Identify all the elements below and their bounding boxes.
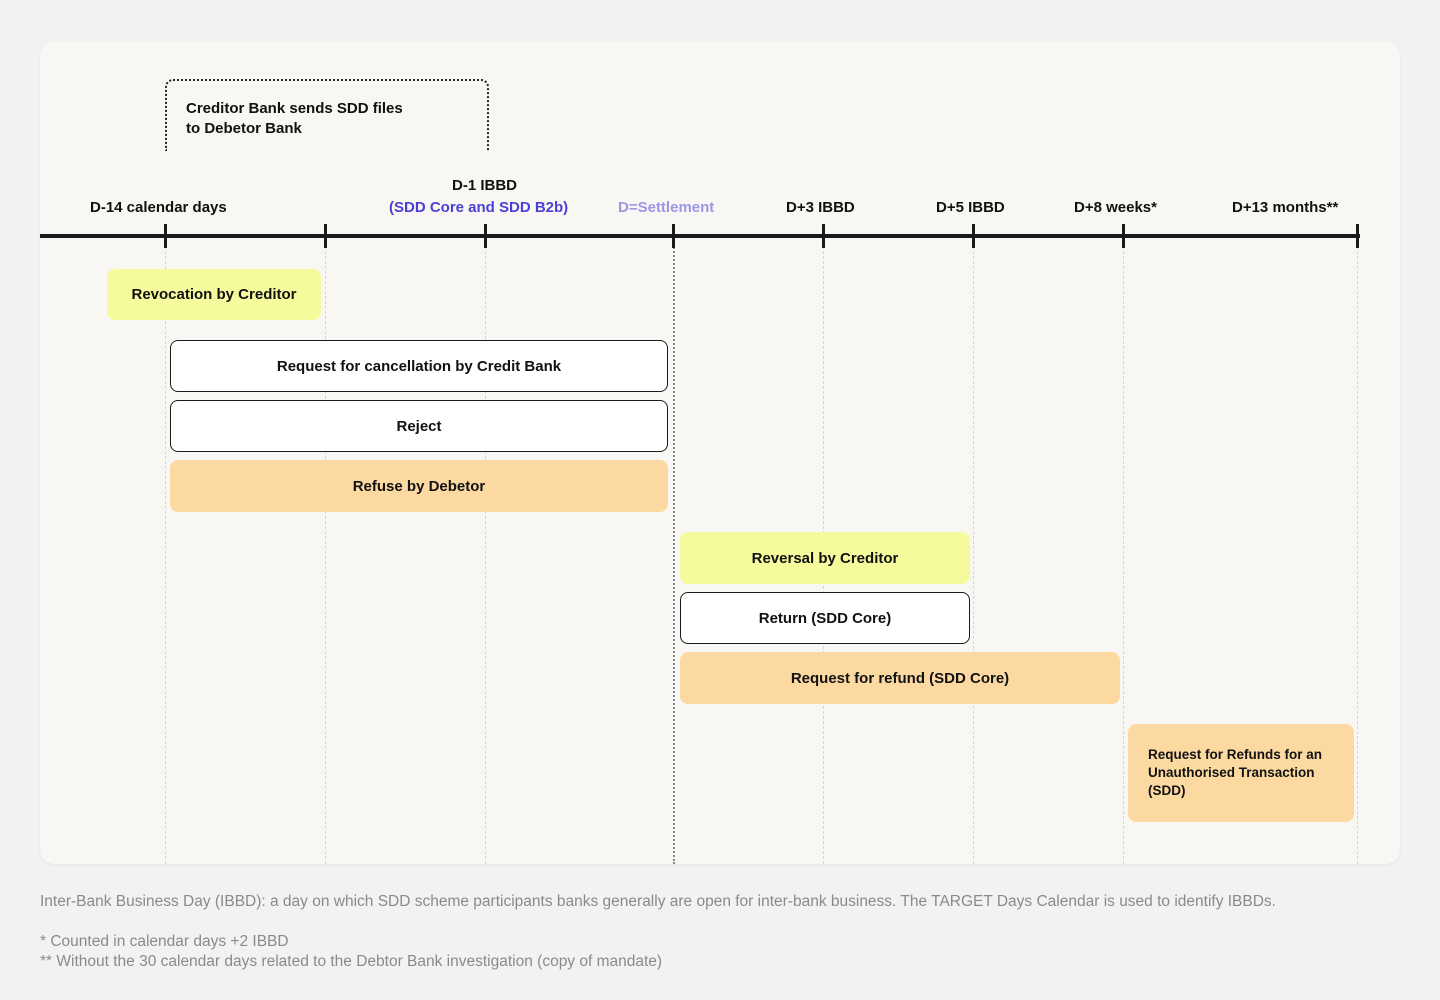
bar-revocation-by-creditor: Revocation by Creditor xyxy=(107,269,321,320)
bracket-sdd-files xyxy=(165,79,489,151)
bar-return-sdd-core: Return (SDD Core) xyxy=(680,592,970,644)
bar-request-for-refund: Request for refund (SDD Core) xyxy=(680,652,1120,704)
tick-d8w xyxy=(1122,224,1125,248)
tick-d3 xyxy=(822,224,825,248)
footnote-ibbd: Inter-Bank Business Day (IBBD): a day on… xyxy=(40,893,1276,910)
bar-reject: Reject xyxy=(170,400,668,452)
guide-line-d1 xyxy=(485,236,486,864)
marker-d13m-label: D+13 months** xyxy=(1232,199,1339,216)
guide-line-d13m xyxy=(1357,236,1358,864)
guide-line-settlement xyxy=(673,236,675,864)
guide-line-2 xyxy=(325,236,326,864)
timeline-axis xyxy=(40,234,1360,238)
marker-d8w-label: D+8 weeks* xyxy=(1074,199,1157,216)
marker-d1-label: D-1 IBBD xyxy=(452,177,518,194)
tick-2 xyxy=(324,224,327,248)
bar-reversal-by-creditor: Reversal by Creditor xyxy=(680,532,970,584)
tick-d13m xyxy=(1356,224,1359,248)
tick-settlement xyxy=(672,224,675,248)
bar-request-for-cancellation: Request for cancellation by Credit Bank xyxy=(170,340,668,392)
marker-d5-label: D+5 IBBD xyxy=(936,199,1005,216)
guide-line-d8w xyxy=(1123,236,1124,864)
guide-line-d14 xyxy=(165,236,166,864)
marker-d1-sublabel: (SDD Core and SDD B2b) xyxy=(389,199,569,216)
bar-request-for-refunds-unauthorised: Request for Refunds for an Unauthorised … xyxy=(1128,724,1354,822)
bar-refuse-by-debetor: Refuse by Debetor xyxy=(170,460,668,512)
footnote-1: * Counted in calendar days +2 IBBD xyxy=(40,933,289,950)
guide-line-d5 xyxy=(973,236,974,864)
tick-d5 xyxy=(972,224,975,248)
marker-settlement-label: D=Settlement xyxy=(618,199,715,216)
tick-d14 xyxy=(164,224,167,248)
marker-d14-label: D-14 calendar days xyxy=(90,199,227,216)
footnote-2: ** Without the 30 calendar days related … xyxy=(40,953,663,970)
tick-d1 xyxy=(484,224,487,248)
bracket-label: Creditor Bank sends SDD files to Debetor… xyxy=(186,100,403,137)
marker-d3-label: D+3 IBBD xyxy=(786,199,855,216)
